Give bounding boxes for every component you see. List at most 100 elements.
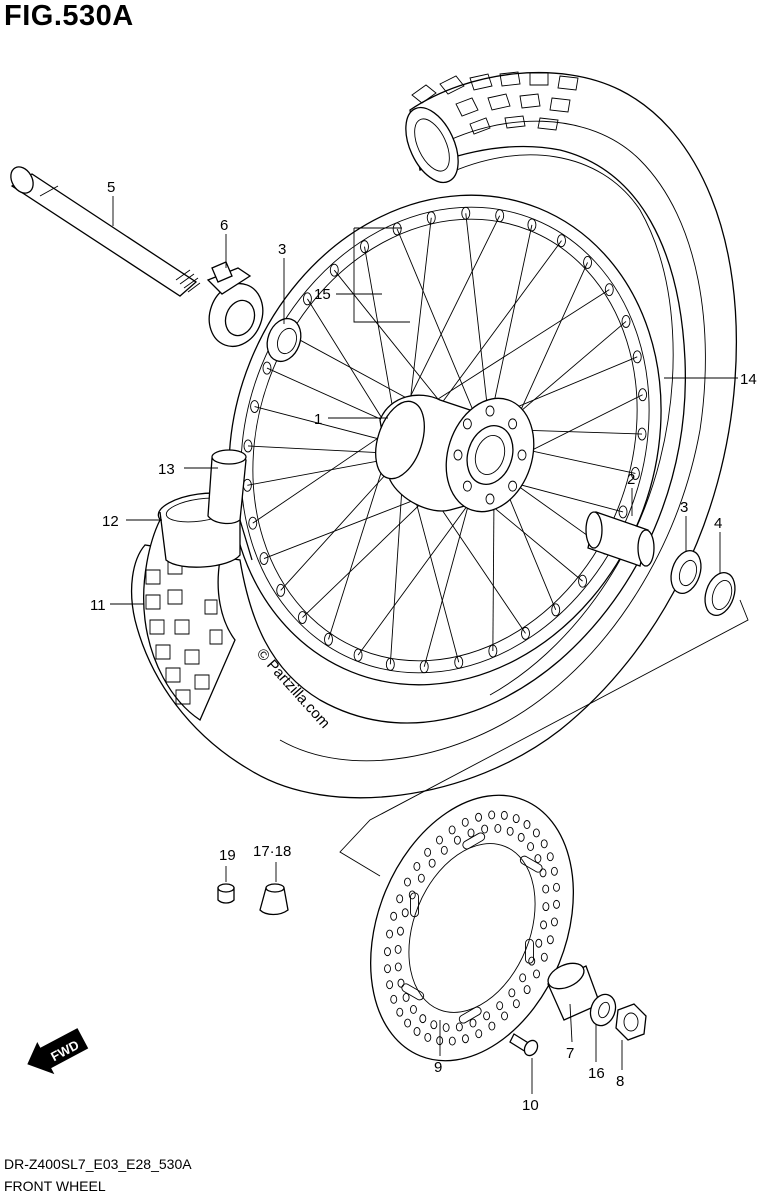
hub-hole <box>462 418 472 430</box>
disc-hole <box>455 1022 463 1032</box>
spoke-nipple <box>276 583 286 597</box>
disc-hole <box>404 877 411 887</box>
disc-hole <box>430 1020 438 1030</box>
callout-1: 1 <box>314 411 322 428</box>
spoke-nipple <box>632 350 642 364</box>
callout-15: 15 <box>314 286 331 303</box>
figure-title: FIG.530A <box>4 0 134 32</box>
disc-hole <box>394 962 402 972</box>
disc-hole <box>540 920 547 930</box>
disc-hole <box>384 947 391 957</box>
hub-hole <box>517 449 527 461</box>
spoke-nipple <box>578 574 588 588</box>
disc-hole <box>528 956 536 966</box>
spoke-nipple <box>557 234 566 248</box>
disc-hole <box>540 952 548 962</box>
disc-hole <box>467 828 475 838</box>
disc-hole <box>404 1018 412 1028</box>
disc-hole <box>550 866 558 876</box>
disc-hole <box>512 999 520 1009</box>
disc-hole <box>475 812 483 822</box>
disc-hole <box>417 873 425 883</box>
disc-hole <box>553 882 560 892</box>
disc-hole <box>500 810 508 820</box>
oil-seal <box>704 571 736 617</box>
spoke <box>252 425 397 524</box>
hub-hole <box>485 493 495 505</box>
spoke-nipple <box>461 206 471 220</box>
washer <box>589 993 617 1027</box>
disc-hole <box>397 978 405 988</box>
disc-hole <box>386 929 394 939</box>
disc-hole <box>546 852 554 862</box>
spoke-nipple <box>419 660 429 674</box>
disc-hole <box>494 824 502 833</box>
callout-19: 19 <box>219 847 236 864</box>
disc-hole <box>488 810 496 820</box>
disc-slot <box>458 1006 482 1024</box>
disc-hole <box>413 1027 421 1036</box>
disc-hole <box>517 832 525 842</box>
spoke-nipple <box>360 240 369 254</box>
spacer-right <box>547 962 601 1021</box>
hub-hole <box>462 480 472 492</box>
disc-hole <box>535 938 543 948</box>
valve-nut <box>259 883 289 916</box>
callout-14: 14 <box>740 371 757 388</box>
callout-12: 12 <box>102 513 119 530</box>
section-name: FRONT WHEEL <box>4 1178 106 1194</box>
disc-hole <box>475 1029 483 1039</box>
disc-hole <box>501 1011 508 1021</box>
disc-slot <box>462 832 486 850</box>
spoke-nipple <box>638 388 648 402</box>
spoke-nipple <box>583 256 593 269</box>
disc-hole <box>453 835 461 845</box>
disc-hole <box>532 828 540 838</box>
disc-hole <box>542 884 550 894</box>
disc-hole <box>402 993 410 1002</box>
spoke-nipple <box>551 603 561 617</box>
callout-6: 6 <box>220 217 228 234</box>
hub <box>375 394 535 513</box>
spoke-nipple <box>604 283 614 297</box>
callout-3-right: 3 <box>680 499 688 516</box>
disc-hole <box>539 868 547 878</box>
hub-hole <box>485 405 495 417</box>
disc-hole <box>533 969 540 979</box>
disc-hole <box>481 824 489 834</box>
guide-lines <box>110 196 749 1094</box>
disc-hole <box>506 826 514 836</box>
disc-hole <box>523 985 531 995</box>
hub-hole <box>508 418 518 430</box>
callout-8: 8 <box>616 1073 624 1090</box>
disc-hole <box>540 839 548 849</box>
spacer-collar <box>585 511 655 567</box>
spoke-nipple <box>324 632 333 646</box>
disc-hole <box>523 820 531 829</box>
disc-slot <box>519 855 543 873</box>
callout-5: 5 <box>107 179 115 196</box>
disc-hole <box>519 973 527 983</box>
disc-hole <box>413 861 421 871</box>
disc-hole <box>488 1021 496 1031</box>
disc-bolt <box>509 1033 539 1057</box>
tire <box>130 71 738 799</box>
spoke-nipple <box>621 315 631 328</box>
callout-16: 16 <box>588 1065 605 1082</box>
callout-9: 9 <box>434 1059 442 1076</box>
disc-hole <box>496 1001 504 1011</box>
spoke-nipple <box>454 655 464 669</box>
disc-hole <box>428 858 436 868</box>
disc-hole <box>542 902 550 912</box>
disc-hole <box>442 1023 450 1032</box>
spoke-nipple <box>353 648 363 662</box>
spoke-nipple <box>259 552 269 565</box>
spoke-nipple <box>248 516 258 530</box>
spoke-nipple <box>527 218 537 232</box>
callout-10: 10 <box>522 1097 539 1114</box>
disc-hole <box>483 1011 491 1021</box>
disc-hole <box>527 842 534 852</box>
disc-hole <box>550 917 558 927</box>
callout-7: 7 <box>566 1045 574 1062</box>
callout-4: 4 <box>714 515 722 532</box>
